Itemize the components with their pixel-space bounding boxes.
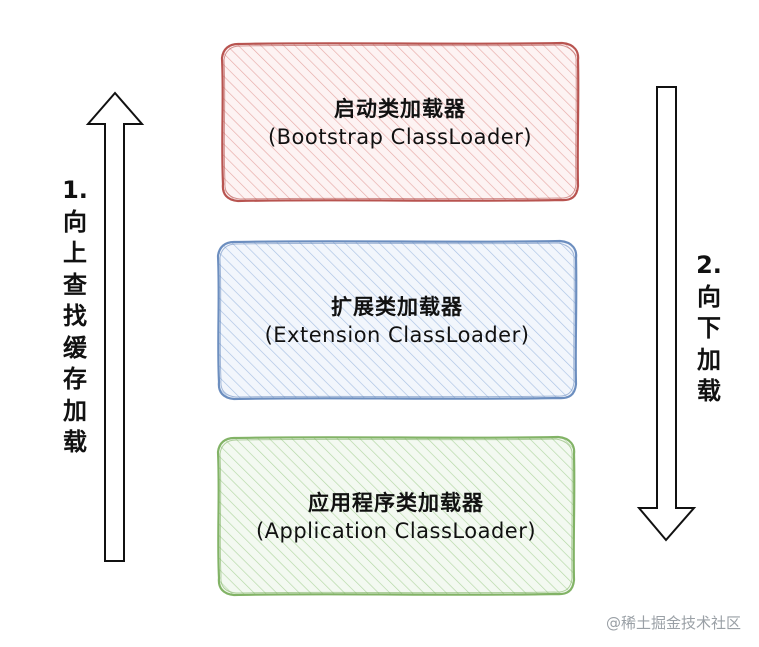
bootstrap-classloader-box	[220, 41, 580, 203]
upward-label-char: 向	[63, 207, 87, 236]
upward-label-char: 1.	[62, 176, 88, 204]
upward-label-char: 载	[63, 428, 87, 456]
extension-title-zh: 扩展类加载器	[331, 295, 463, 319]
bootstrap-title-en: (Bootstrap ClassLoader)	[267, 125, 533, 150]
downward-label-char: 加	[697, 345, 721, 374]
downward-load-label: 2. 向 下 加 载	[689, 250, 729, 408]
upward-label-char: 查	[63, 270, 87, 299]
application-title-zh: 应用程序类加载器	[308, 491, 484, 515]
downward-label-char: 下	[697, 314, 721, 342]
bootstrap-classloader-label: 启动类加载器 (Bootstrap ClassLoader)	[222, 95, 578, 152]
application-classloader-box	[216, 435, 576, 597]
watermark-text: @稀土掘金技术社区	[605, 614, 741, 632]
up-arrow	[85, 91, 145, 562]
extension-classloader-box	[216, 239, 578, 401]
down-arrow	[636, 86, 697, 542]
upward-label-char: 上	[63, 239, 87, 267]
downward-label-char: 向	[697, 282, 721, 311]
application-title-en: (Application ClassLoader)	[255, 519, 537, 544]
bootstrap-title-zh: 启动类加载器	[334, 97, 466, 121]
upward-label-char: 加	[63, 396, 87, 425]
upward-lookup-label: 1. 向 上 查 找 缓 存 加 载	[55, 175, 95, 459]
upward-label-char: 缓	[63, 333, 87, 362]
upward-label-char: 找	[63, 302, 87, 330]
downward-label-char: 2.	[696, 251, 722, 279]
downward-label-char: 载	[697, 377, 721, 405]
extension-title-en: (Extension ClassLoader)	[264, 323, 530, 348]
application-classloader-label: 应用程序类加载器 (Application ClassLoader)	[218, 489, 574, 546]
extension-classloader-label: 扩展类加载器 (Extension ClassLoader)	[218, 293, 576, 350]
upward-label-char: 存	[63, 365, 87, 393]
